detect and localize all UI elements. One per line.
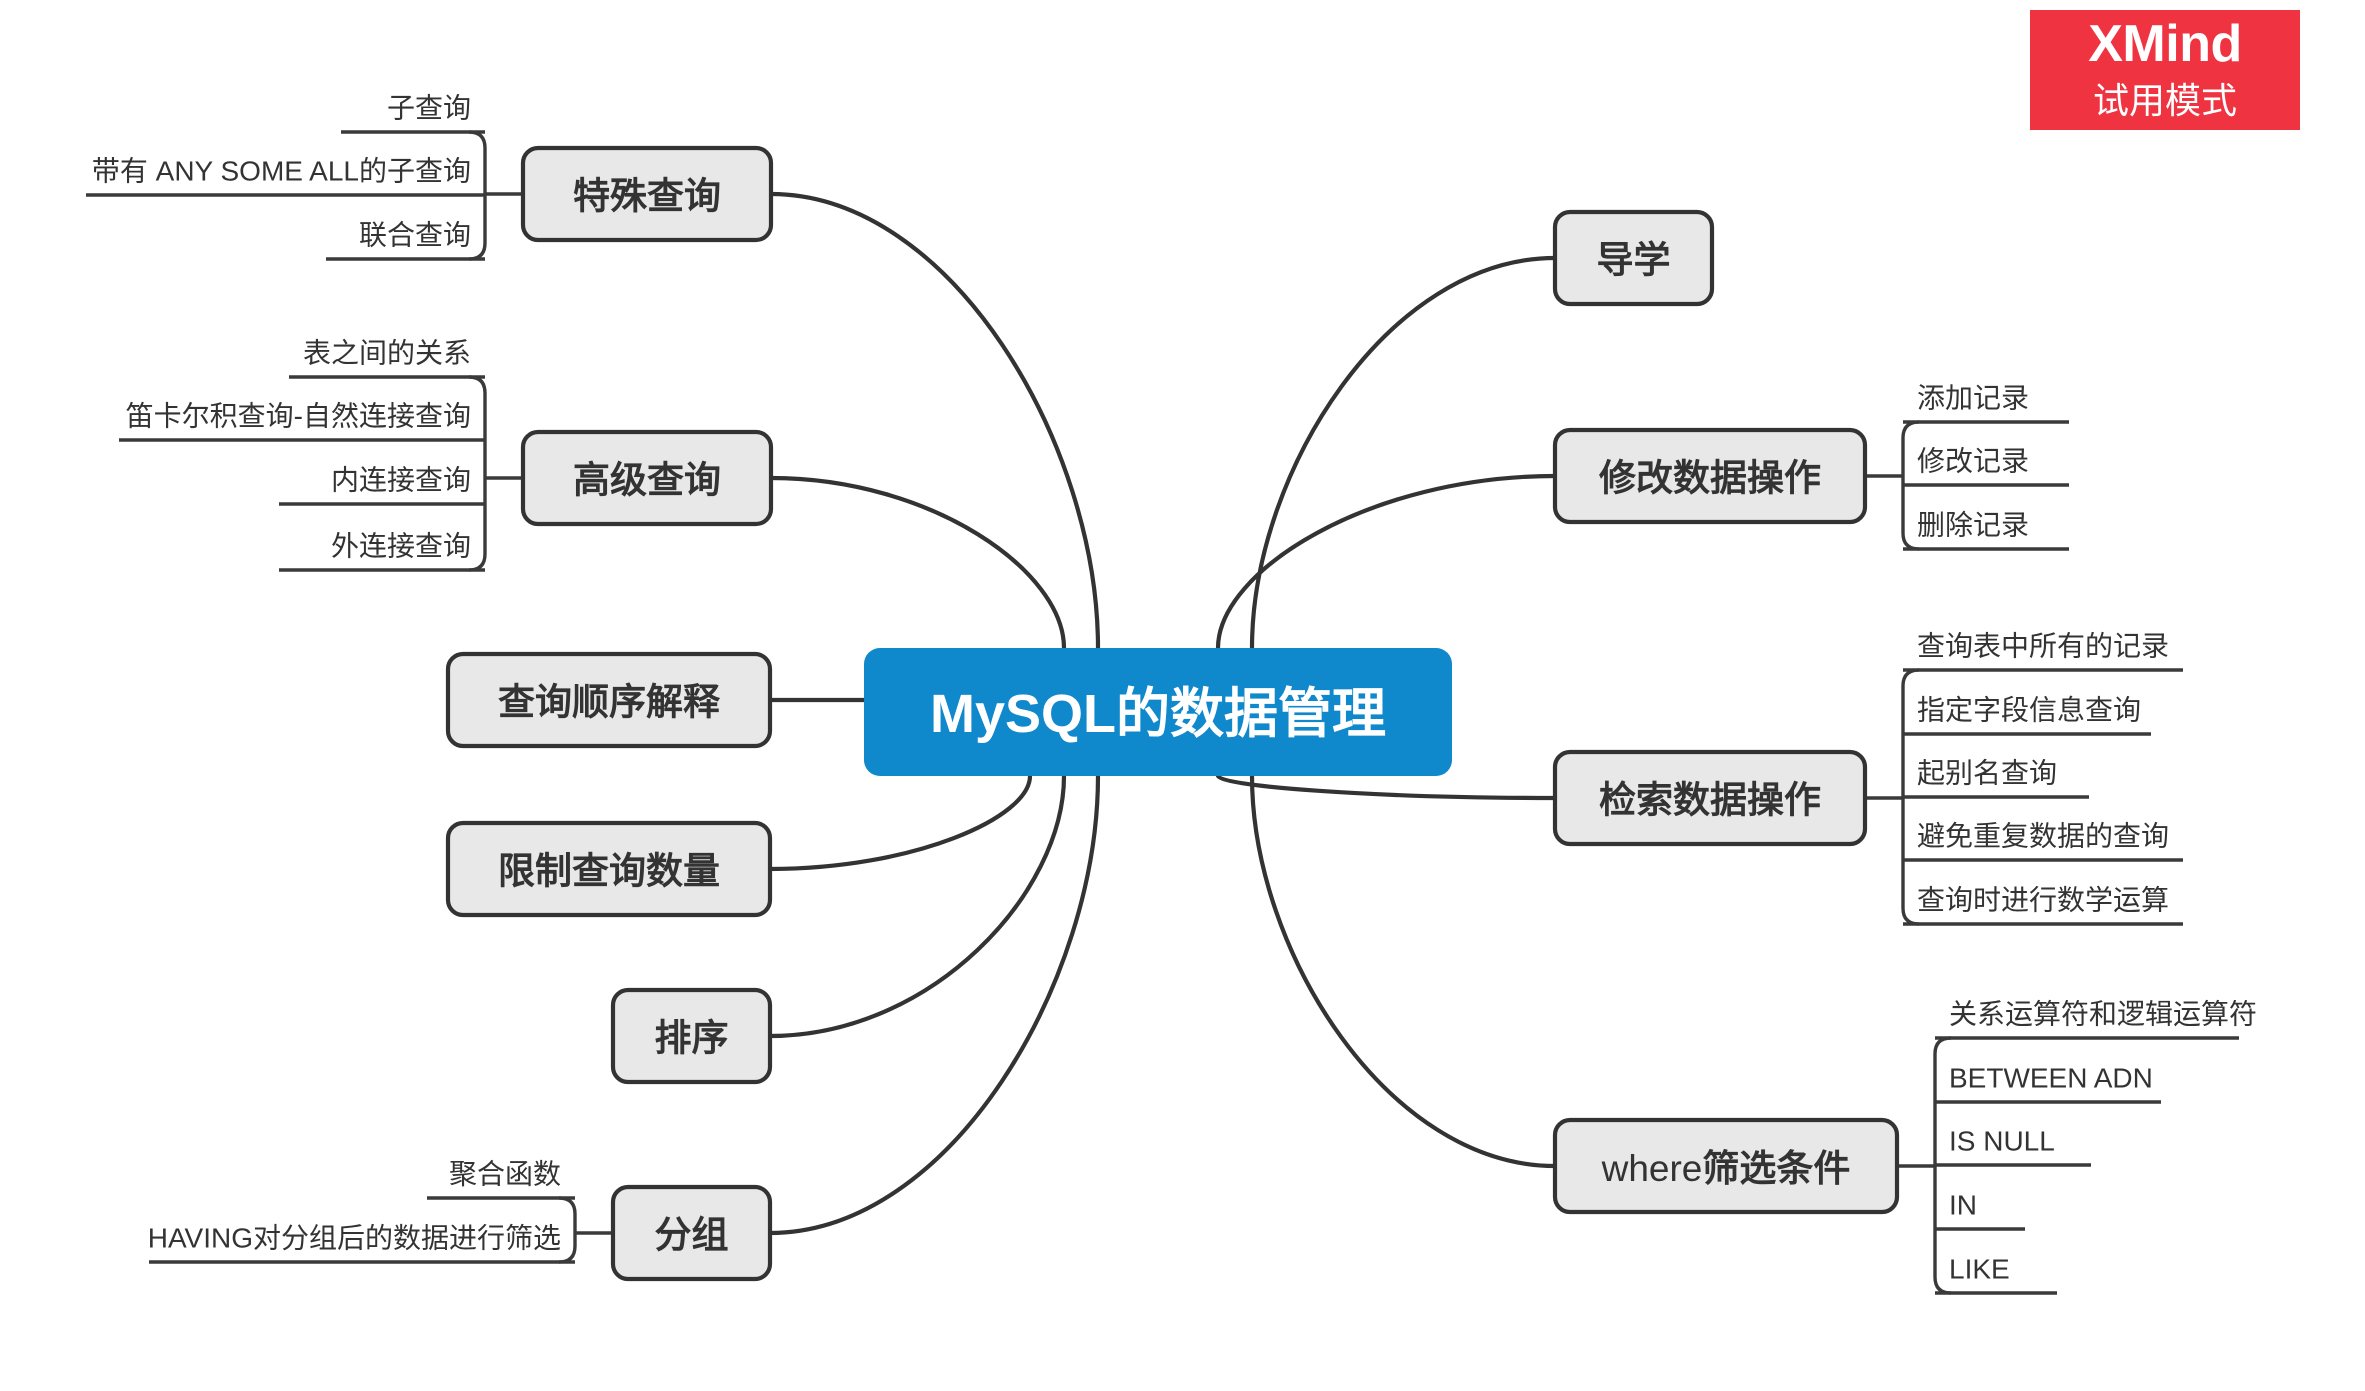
branch-node-box[interactable] (610, 1184, 773, 1282)
branch-node-left-0[interactable]: 特殊查询 (520, 145, 774, 243)
sub-node-label: HAVING对分组后的数据进行筛选 (148, 1223, 561, 1254)
branch-node-label: 查询顺序解释 (498, 682, 721, 723)
sub-node-right-3-1[interactable]: BETWEEN ADN (1935, 1063, 2161, 1104)
connector-left-0 (768, 191, 1101, 651)
sub-node-label: 笛卡尔积查询-自然连接查询 (126, 401, 471, 432)
sub-node-left-5-1[interactable]: HAVING对分组后的数据进行筛选 (148, 1223, 575, 1264)
sub-node-label: 联合查询 (359, 220, 471, 251)
branch-node-label: 检索数据操作 (1599, 780, 1821, 821)
sub-node-left-1-0[interactable]: 表之间的关系 (289, 338, 485, 379)
connector-left-3 (767, 773, 1033, 872)
branch-node-left-1[interactable]: 高级查询 (520, 429, 774, 527)
sub-node-left-0-0[interactable]: 子查询 (341, 93, 485, 134)
sub-node-label: 指定字段信息查询 (1917, 695, 2141, 726)
connector-left-5 (767, 773, 1101, 1236)
branch-node-box[interactable] (445, 651, 773, 749)
branch-node-left-5[interactable]: 分组 (610, 1184, 773, 1282)
sub-node-right-2-3[interactable]: 避免重复数据的查询 (1903, 821, 2183, 862)
sub-node-left-0-1[interactable]: 带有 ANY SOME ALL的子查询 (86, 156, 485, 197)
sub-node-label: 内连接查询 (331, 465, 471, 496)
subtree-spine-left-5 (558, 1196, 577, 1264)
branch-node-label: where筛选条件 (1601, 1148, 1851, 1189)
sub-node-label: 表之间的关系 (303, 338, 471, 369)
subtree-spine-left-1 (468, 375, 487, 572)
branch-node-box[interactable] (1552, 1117, 1900, 1215)
sub-node-right-1-2[interactable]: 删除记录 (1903, 510, 2069, 551)
branch-node-label: 导学 (1597, 239, 1671, 281)
sub-node-left-5-0[interactable]: 聚合函数 (427, 1159, 575, 1200)
sub-node-right-2-0[interactable]: 查询表中所有的记录 (1903, 631, 2183, 672)
sub-node-label: 外连接查询 (331, 531, 471, 562)
sub-node-right-2-1[interactable]: 指定字段信息查询 (1903, 695, 2151, 736)
sub-node-label: IN (1949, 1190, 1977, 1221)
sub-node-right-2-4[interactable]: 查询时进行数学运算 (1903, 885, 2183, 926)
sub-node-left-1-3[interactable]: 外连接查询 (279, 531, 485, 572)
central-node-label: MySQL的数据管理 (930, 684, 1386, 744)
sub-node-label: 修改记录 (1917, 446, 2029, 477)
branch-node-label: 特殊查询 (573, 176, 721, 217)
sub-node-right-3-3[interactable]: IN (1935, 1190, 2025, 1231)
branch-node-box[interactable] (1552, 749, 1868, 847)
sub-node-right-1-1[interactable]: 修改记录 (1903, 446, 2069, 487)
sub-node-label: 带有 ANY SOME ALL的子查询 (92, 156, 471, 187)
xmind-trial-watermark: XMind 试用模式 (2030, 10, 2300, 130)
sub-node-label: 查询表中所有的记录 (1917, 631, 2169, 662)
sub-node-left-1-2[interactable]: 内连接查询 (279, 465, 485, 506)
watermark-title: XMind (2088, 15, 2242, 74)
branch-node-left-3[interactable]: 限制查询数量 (445, 820, 773, 918)
branch-node-label: 排序 (655, 1018, 729, 1059)
sub-node-label: 起别名查询 (1917, 758, 2057, 789)
sub-node-label: 添加记录 (1917, 383, 2029, 414)
sub-node-right-1-0[interactable]: 添加记录 (1903, 383, 2069, 424)
branch-node-right-3[interactable]: where筛选条件 (1552, 1117, 1900, 1215)
sub-node-label: 查询时进行数学运算 (1917, 885, 2169, 916)
sub-node-label: 删除记录 (1917, 510, 2029, 541)
sub-node-label: LIKE (1949, 1254, 2010, 1285)
branch-node-box[interactable] (520, 429, 774, 527)
branch-node-box[interactable] (1552, 427, 1868, 525)
branch-node-label: 高级查询 (573, 460, 721, 501)
central-node-layer: MySQL的数据管理 (864, 648, 1452, 776)
branch-node-label: 限制查询数量 (498, 851, 720, 892)
sub-node-right-2-2[interactable]: 起别名查询 (1903, 758, 2089, 799)
sub-node-label: 子查询 (387, 93, 471, 124)
branch-node-box[interactable] (520, 145, 774, 243)
connector-left-4 (767, 773, 1067, 1039)
connector-right-2 (1215, 773, 1558, 801)
branch-node-right-1[interactable]: 修改数据操作 (1552, 427, 1868, 525)
branch-node-right-2[interactable]: 检索数据操作 (1552, 749, 1868, 847)
sub-node-label: 聚合函数 (449, 1159, 561, 1190)
sub-node-right-3-2[interactable]: IS NULL (1935, 1126, 2091, 1167)
sub-node-label: 关系运算符和逻辑运算符 (1949, 999, 2257, 1030)
sub-node-label: IS NULL (1949, 1126, 2055, 1157)
sub-node-right-3-0[interactable]: 关系运算符和逻辑运算符 (1935, 999, 2257, 1040)
branch-node-box[interactable] (1552, 209, 1715, 307)
sub-node-right-3-4[interactable]: LIKE (1935, 1254, 2057, 1295)
watermark-subtitle: 试用模式 (2092, 79, 2237, 121)
connector-left-1 (768, 475, 1067, 651)
branch-node-label: 修改数据操作 (1599, 458, 1821, 499)
branch-node-left-4[interactable]: 排序 (610, 987, 773, 1085)
sub-node-label: BETWEEN ADN (1949, 1063, 2153, 1094)
connector-right-0 (1249, 255, 1558, 651)
sub-node-left-0-2[interactable]: 联合查询 (326, 220, 485, 261)
sub-node-label: 避免重复数据的查询 (1917, 821, 2169, 852)
connector-right-3 (1249, 773, 1558, 1169)
sub-node-left-1-1[interactable]: 笛卡尔积查询-自然连接查询 (119, 401, 485, 442)
branch-node-left-2[interactable]: 查询顺序解释 (445, 651, 773, 749)
branch-node-label: 分组 (655, 1215, 729, 1256)
branch-node-box[interactable] (445, 820, 773, 918)
branch-node-box[interactable] (610, 987, 773, 1085)
connector-layer (767, 191, 1558, 1236)
branch-node-right-0[interactable]: 导学 (1552, 209, 1715, 307)
central-node[interactable] (864, 648, 1452, 776)
connector-right-1 (1215, 473, 1558, 651)
